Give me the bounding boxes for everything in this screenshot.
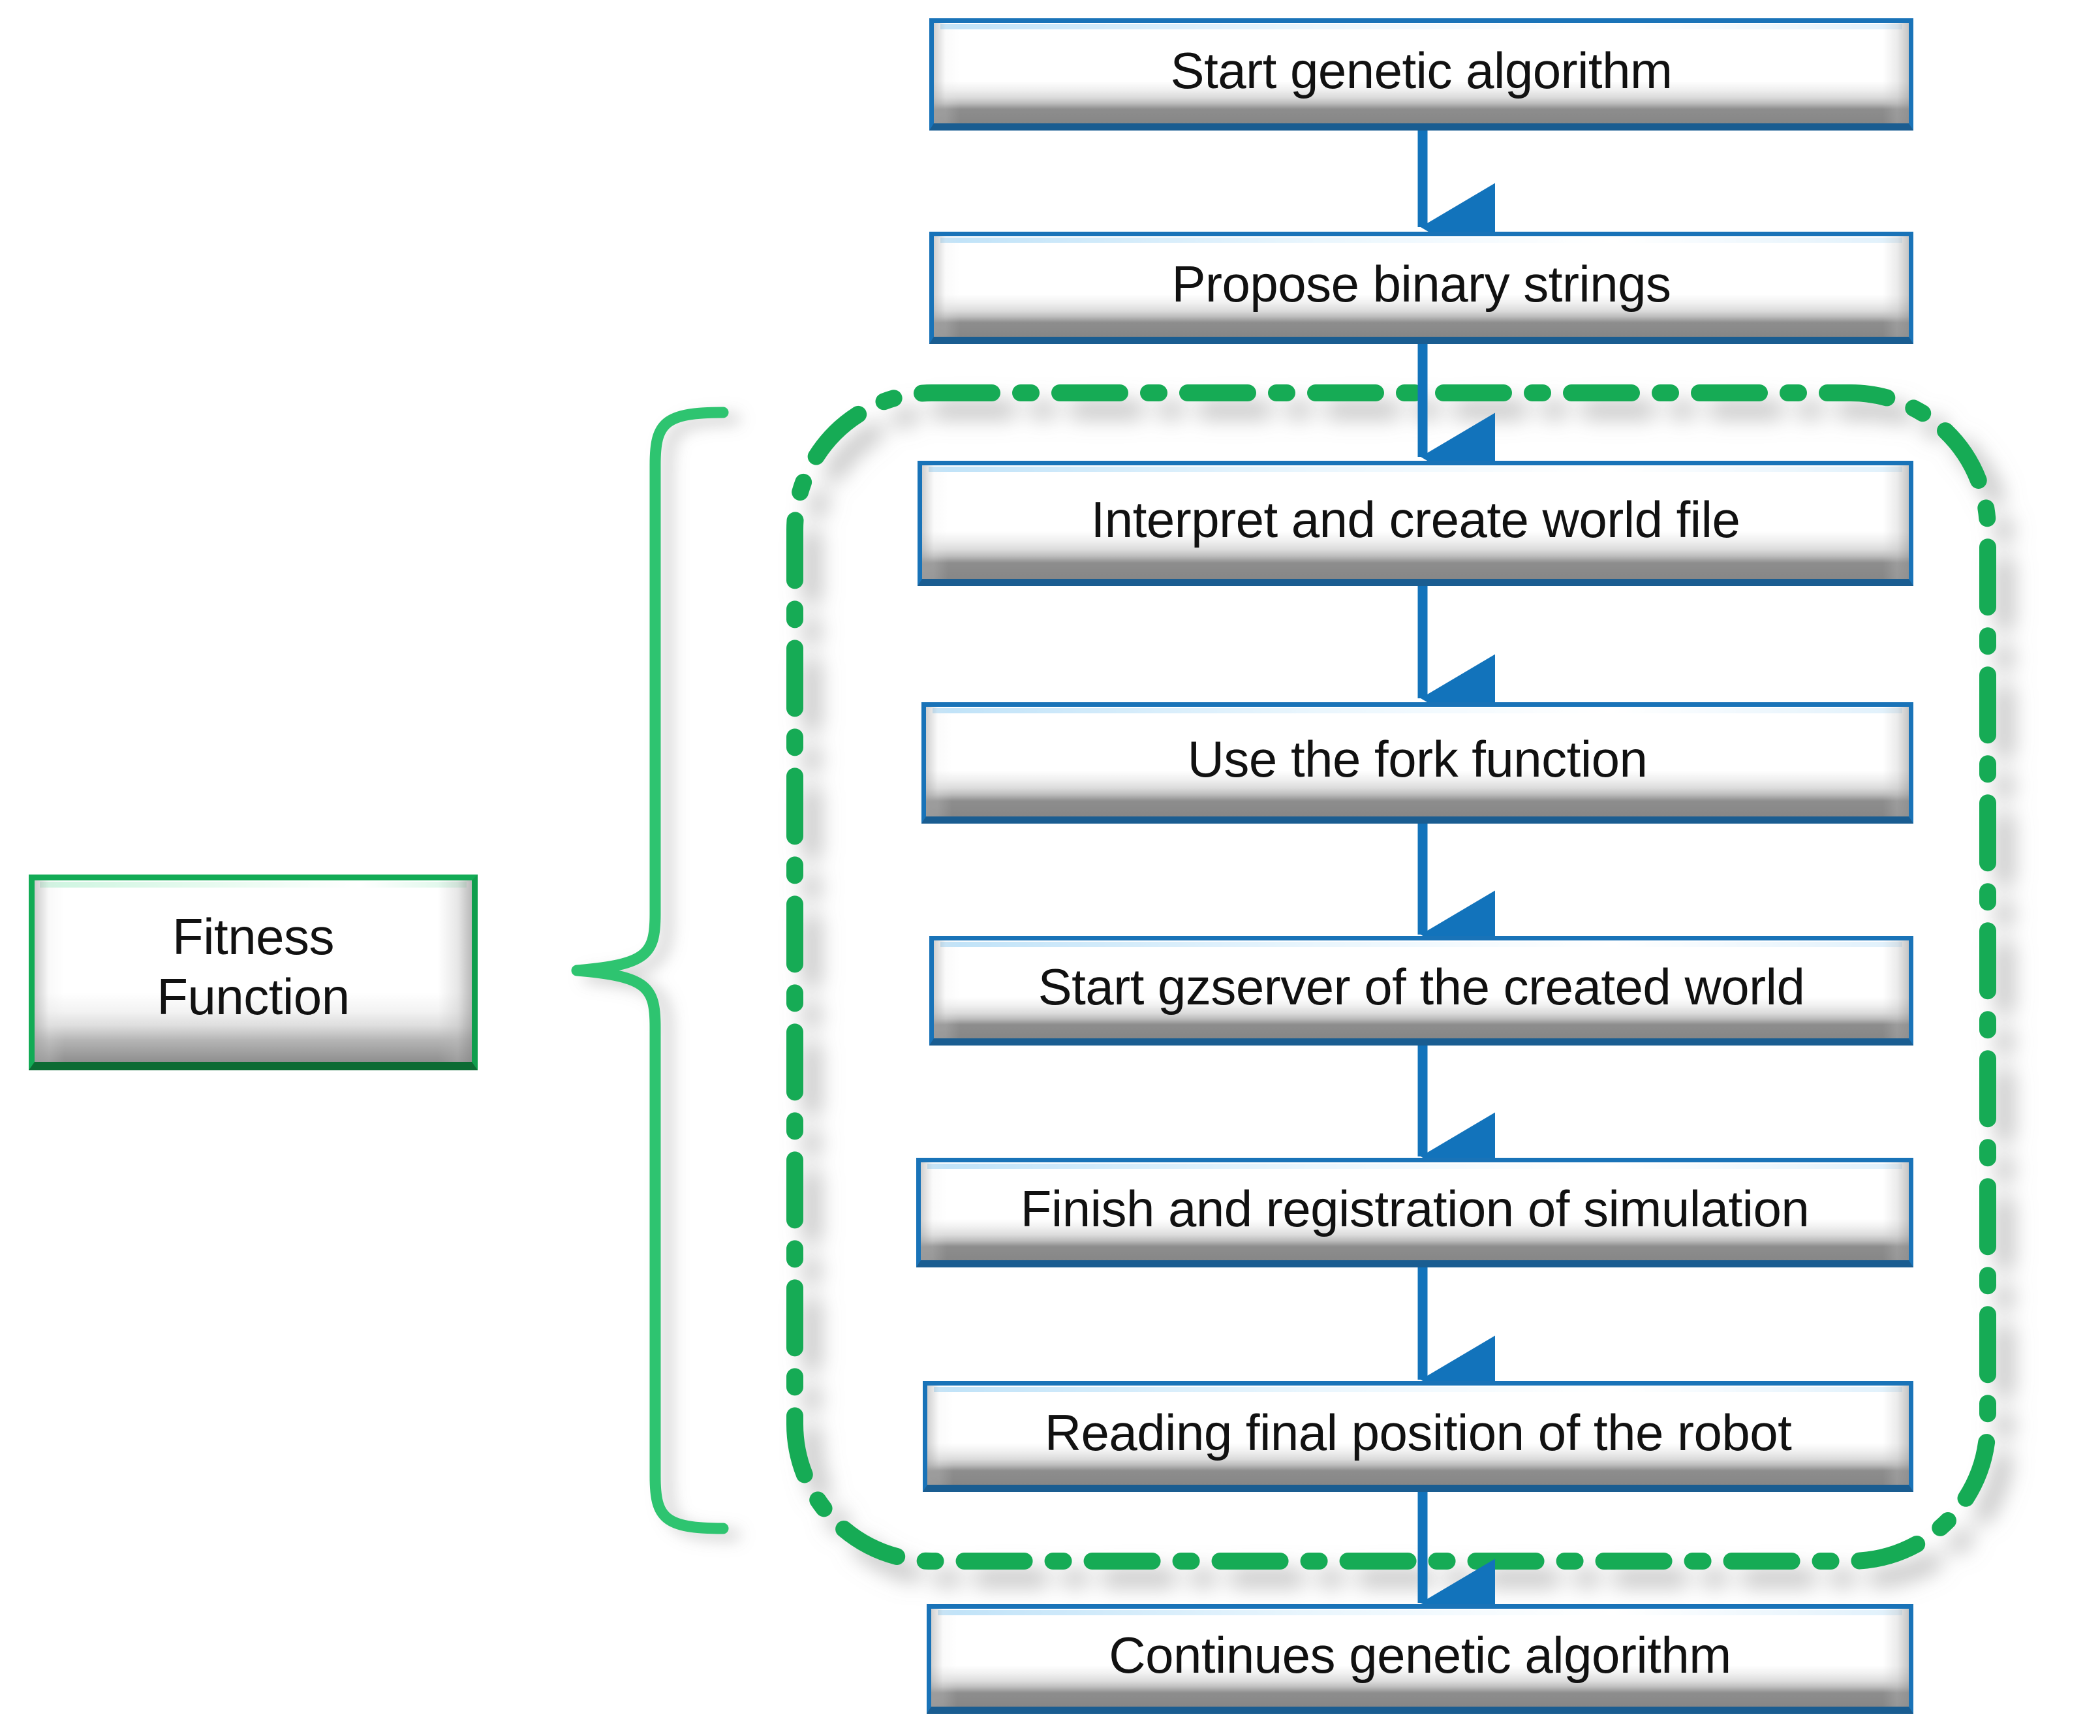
node-reading-final-position[interactable]: Reading final position of the robot [923, 1381, 1913, 1492]
node-fitness-function[interactable]: Fitness Function [29, 875, 478, 1070]
node-label: Use the fork function [1187, 730, 1648, 788]
fitness-function-line-2: Function [157, 968, 350, 1025]
node-label: Propose binary strings [1171, 255, 1671, 313]
node-label: Reading final position of the robot [1044, 1403, 1792, 1461]
node-label: Continues genetic algorithm [1109, 1626, 1731, 1684]
node-finish-registration[interactable]: Finish and registration of simulation [916, 1158, 1913, 1267]
node-start-genetic-algorithm[interactable]: Start genetic algorithm [929, 18, 1913, 131]
node-label: Start genetic algorithm [1170, 41, 1673, 99]
fitness-function-label: Fitness Function [35, 880, 472, 1062]
node-continues-genetic-algorithm[interactable]: Continues genetic algorithm [927, 1604, 1913, 1714]
node-use-fork-function[interactable]: Use the fork function [921, 702, 1913, 824]
node-label: Start gzserver of the created world [1038, 957, 1805, 1015]
fitness-function-brace [571, 407, 729, 1534]
node-propose-binary-strings[interactable]: Propose binary strings [929, 232, 1913, 344]
node-interpret-create-world[interactable]: Interpret and create world file [918, 461, 1913, 586]
node-label: Finish and registration of simulation [1020, 1179, 1810, 1237]
node-start-gzserver[interactable]: Start gzserver of the created world [929, 936, 1913, 1046]
fitness-function-line-1: Fitness [172, 907, 334, 965]
node-label: Interpret and create world file [1090, 490, 1740, 548]
